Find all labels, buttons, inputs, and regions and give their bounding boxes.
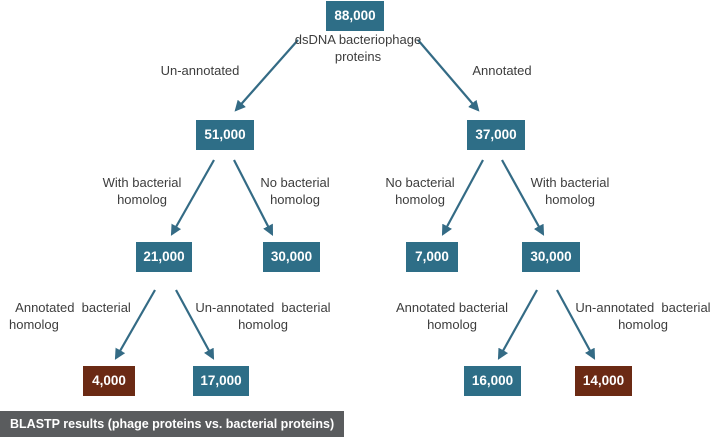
label-left-no-line2: homolog (270, 192, 320, 207)
label-root-line1: dsDNA bacteriophage (294, 32, 422, 47)
node-unannotated-with-homolog: 21,000 (136, 242, 192, 272)
node-annotated-with-annotated: 16,000 (464, 366, 521, 396)
label-left-ann-line2: homolog (9, 317, 59, 332)
label-right-no-line2: homolog (395, 192, 445, 207)
node-unannotated-no-homolog: 30,000 (263, 242, 320, 272)
node-annotated: 37,000 (467, 120, 525, 150)
arrow-21k-ann (114, 289, 156, 360)
label-right-with-line1: With bacterial (530, 175, 610, 190)
node-annotated-with-homolog: 30,000 (522, 242, 580, 272)
label-right-no-line1: No bacterial (385, 175, 455, 190)
arrow-30k-ann (497, 289, 538, 360)
node-unannotated: 51,000 (196, 120, 254, 150)
label-left-with-line1: With bacterial (102, 175, 182, 190)
label-left-no-line1: No bacterial (260, 175, 330, 190)
label-right-annotated-bacterial: Annotated bacterial homolog (382, 299, 522, 333)
node-unannotated-with-unannotated: 17,000 (193, 366, 249, 396)
node-annotated-with-unannotated: 14,000 (575, 366, 632, 396)
label-left-unann-line1: Un-annotated bacterial (195, 300, 331, 315)
label-root: dsDNA bacteriophage proteins (278, 31, 438, 65)
label-left-unannotated-bacterial: Un-annotated bacterial homolog (188, 299, 338, 333)
label-left-with-line2: homolog (117, 192, 167, 207)
label-left-unann-line2: homolog (238, 317, 288, 332)
node-unannotated-with-annotated: 4,000 (83, 366, 135, 396)
label-right-ann-line1: Annotated bacterial (395, 300, 509, 315)
arrow-21k-unann (175, 289, 215, 360)
label-annotated: Annotated (472, 63, 532, 78)
footer-caption: BLASTP results (phage proteins vs. bacte… (0, 411, 345, 437)
label-right-unannotated-bacterial: Un-annotated bacterial homolog (568, 299, 718, 333)
node-root: 88,000 (326, 1, 384, 31)
arrow-37k-with (501, 159, 545, 236)
label-root-line2: proteins (334, 49, 382, 64)
label-unannotated: Un-annotated (160, 63, 240, 78)
arrow-37k-no (441, 159, 484, 236)
label-left-no-homolog: No bacterial homolog (250, 174, 340, 208)
arrow-root-unannotated (234, 39, 299, 112)
arrow-root-annotated (417, 39, 480, 112)
label-right-no-homolog: No bacterial homolog (375, 174, 465, 208)
label-right-with-line2: homolog (545, 192, 595, 207)
label-left-annotated-bacterial: Annotated bacterial homolog (3, 299, 143, 333)
node-annotated-no-homolog: 7,000 (406, 242, 458, 272)
label-right-unann-line2: homolog (618, 317, 668, 332)
arrow-30k-unann (556, 289, 596, 360)
label-left-ann-line1: Annotated bacterial (15, 300, 131, 315)
label-left-with-homolog: With bacterial homolog (92, 174, 192, 208)
arrow-51k-no (233, 159, 274, 236)
arrow-51k-with (170, 159, 215, 236)
label-right-unann-line1: Un-annotated bacterial (575, 300, 711, 315)
label-right-ann-line2: homolog (427, 317, 477, 332)
label-right-with-homolog: With bacterial homolog (520, 174, 620, 208)
